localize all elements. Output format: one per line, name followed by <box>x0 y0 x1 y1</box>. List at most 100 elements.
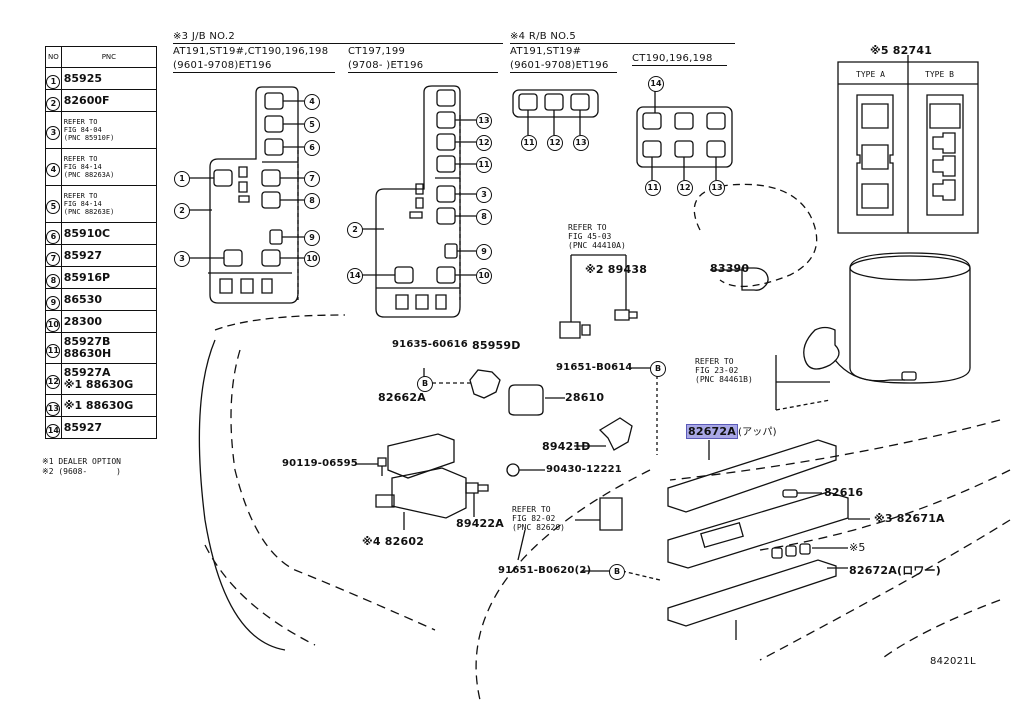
part-85959d: 85959D <box>472 339 521 352</box>
rb5-a-callout: 11 <box>521 135 537 151</box>
rb5-b-callout: 14 <box>648 76 664 92</box>
row-no: 12 <box>45 363 62 395</box>
jb2-a-outline <box>210 87 298 303</box>
fuse-3b <box>437 186 455 202</box>
part-28610: 28610 <box>565 391 605 404</box>
highlighted-part-number[interactable]: 82672A <box>686 424 738 439</box>
part-90430-12221: 90430-12221 <box>546 464 622 475</box>
row-pnc: REFER TO FIG 84-04 (PNC 85910F) <box>60 111 158 149</box>
fuse-10 <box>262 250 280 266</box>
callout-number-circle: 10 <box>46 317 61 332</box>
fuse-5 <box>265 116 283 132</box>
jb2-a-callout: 9 <box>304 230 320 246</box>
rb5-a-callout: 12 <box>547 135 563 151</box>
b-marker-1: B <box>417 376 433 392</box>
callout-number-circle: 1 <box>46 74 61 89</box>
callout-number-circle: 8 <box>46 273 61 288</box>
sensor-89438-a <box>560 322 590 338</box>
row-pnc: 85927B 88630H <box>60 332 158 364</box>
fuse-4 <box>265 93 283 109</box>
callout-number-circle: 4 <box>46 163 61 177</box>
row-pnc: 85927A ※1 88630G <box>60 363 158 395</box>
note-date-range: ※2 (9608- ) <box>42 467 121 476</box>
rb5-a-callout: 13 <box>573 135 589 151</box>
fuse-14 <box>395 267 413 283</box>
fuse-12 <box>437 134 455 150</box>
part-82672a-upper: 82672A(アッパ) <box>686 423 777 439</box>
jb2-a-callout: 6 <box>304 140 320 156</box>
row-no: 1 <box>45 67 62 90</box>
refer-fig-23-02: REFER TO FIG 23-02 (PNC 84461B) <box>695 357 753 384</box>
callout-number-circle: 14 <box>46 423 61 438</box>
rb5-title: ※4 R/B NO.5 <box>510 31 735 44</box>
callout-number-circle: 13 <box>46 401 61 416</box>
fuse-10b <box>437 267 455 283</box>
fuse-block-lower-cover <box>668 560 836 626</box>
jb2-a-callout: 1 <box>174 171 190 187</box>
jb2-b-callout: 2 <box>347 222 363 238</box>
fuse-block-upper-cover <box>668 440 836 512</box>
relay-28610 <box>509 385 543 415</box>
callout-number-circle: 12 <box>46 375 61 389</box>
part-82662a: 82662A <box>378 391 426 404</box>
jb2-b-callout: 3 <box>476 187 492 203</box>
fuse-9 <box>270 230 282 244</box>
rb5-b-callout: 11 <box>645 180 661 196</box>
part-82671a: ※3 82671A <box>874 512 945 525</box>
row-pnc: REFER TO FIG 84-14 (PNC 88263E) <box>60 185 158 223</box>
jb2-a-callout: 2 <box>174 203 190 219</box>
b-marker-2: B <box>650 361 666 377</box>
callout-number-circle: 11 <box>46 344 61 358</box>
part-91651-b0620: 91651-B0620(2) <box>498 565 592 576</box>
fuse-6 <box>265 139 283 155</box>
jb2-a-callout: 5 <box>304 117 320 133</box>
rb5-variant-a-line2: (9601-9708)ET196 <box>510 60 617 73</box>
rb5-a-outline <box>513 90 598 117</box>
jb2-a-callout: 7 <box>304 171 320 187</box>
note-dealer-option: ※1 DEALER OPTION <box>42 457 121 466</box>
callout-number-circle: 9 <box>46 295 61 310</box>
jb2-b-callout: 9 <box>476 244 492 260</box>
fuse-8 <box>262 192 280 208</box>
row-no: 11 <box>45 332 62 364</box>
part-90119-06595: 90119-06595 <box>282 458 358 469</box>
upper-suffix: (アッパ) <box>737 427 777 438</box>
jb2-b-outline <box>376 86 460 317</box>
rb5-variant-a-line1: AT191,ST19# <box>510 46 582 57</box>
jb2-b-callout: 12 <box>476 135 492 151</box>
rb5-b-callout: 12 <box>677 180 693 196</box>
jb2-b-callout: 11 <box>476 157 492 173</box>
fuse-3 <box>224 250 242 266</box>
part-89421d: 89421D <box>542 440 591 453</box>
jb2-b-callout: 8 <box>476 209 492 225</box>
row-pnc: ※1 88630G <box>60 394 158 417</box>
jb2-b-callout: 14 <box>347 268 363 284</box>
part-89438: ※2 89438 <box>585 263 648 276</box>
fuse-9b <box>445 244 457 258</box>
fuse-13 <box>437 112 455 128</box>
relay-block-title: ※5 82741 <box>870 44 933 57</box>
jb2-a-callout: 8 <box>304 193 320 209</box>
jb2-b-callout: 13 <box>476 113 492 129</box>
row-pnc: 28300 <box>60 310 158 333</box>
jb2-b-callout: 10 <box>476 268 492 284</box>
fuse-7 <box>262 170 280 186</box>
part-82672a-lower: 82672A(ロワー) <box>849 564 942 577</box>
figure-id: 842021L <box>930 656 976 667</box>
part-91651-b0614: 91651-B0614 <box>556 362 633 373</box>
rb5-variant-b-line1: CT190,196,198 <box>632 53 727 66</box>
part-83390: 83390 <box>710 262 750 275</box>
part-89422a: 89422A <box>456 517 504 530</box>
jb2-a-callout: 10 <box>304 251 320 267</box>
jb2-a-callout: 4 <box>304 94 320 110</box>
relay-note-5: ※5 <box>849 541 866 554</box>
